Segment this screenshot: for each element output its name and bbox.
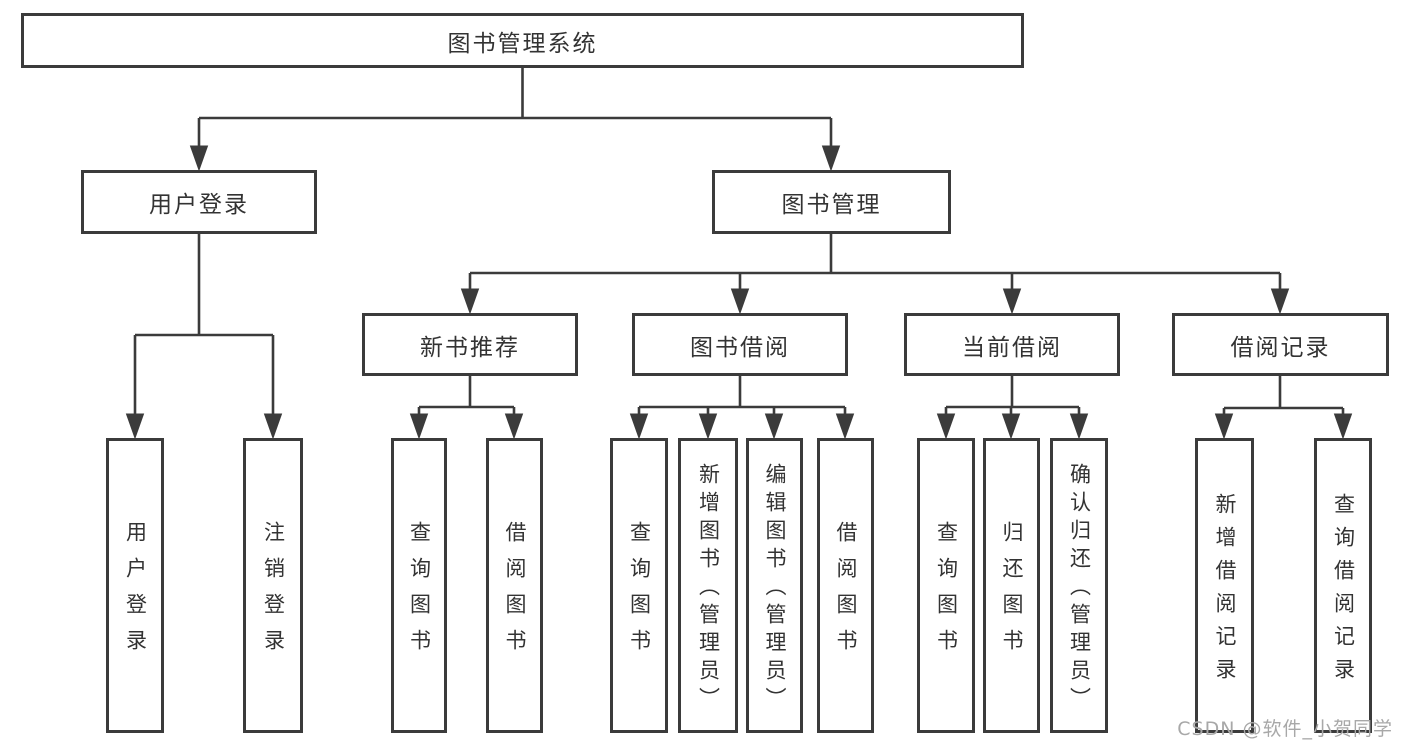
connector-current-borrow-to-leaves [936,376,1089,440]
leaf-confirm-return-admin: 确认归还（管理员） [1050,438,1108,733]
node-library-management-system: 图书管理系统 [21,13,1024,68]
leaf-borrow-books-new: 借阅图书 [486,438,543,733]
connector-book-management-to-level3 [460,234,1290,315]
node-book-management: 图书管理 [712,170,951,234]
connector-root-to-level2 [189,68,841,172]
csdn-watermark: CSDN @软件_小贺同学 [1177,718,1393,740]
leaf-edit-books-admin: 编辑图书（管理员） [746,438,803,733]
leaf-add-books-admin: 新增图书（管理员） [678,438,738,733]
node-book-borrow: 图书借阅 [632,313,848,376]
connector-user-login-to-leaves [125,234,283,440]
leaf-add-borrow-record: 新增借阅记录 [1195,438,1254,733]
leaf-query-books-current: 查询图书 [917,438,975,733]
node-new-book-recommend: 新书推荐 [362,313,578,376]
leaf-logout: 注销登录 [243,438,303,733]
leaf-query-books-new: 查询图书 [391,438,447,733]
leaf-query-borrow-record: 查询借阅记录 [1314,438,1372,733]
connector-book-borrow-to-leaves [629,376,855,440]
leaf-user-login: 用户登录 [106,438,164,733]
connector-new-book-to-leaves [409,376,524,440]
node-borrow-records: 借阅记录 [1172,313,1389,376]
leaf-query-books-borrow: 查询图书 [610,438,668,733]
connector-borrow-record-to-leaves [1214,376,1353,440]
node-user-login: 用户登录 [81,170,317,234]
node-current-borrow: 当前借阅 [904,313,1120,376]
leaf-borrow-books: 借阅图书 [817,438,874,733]
leaf-return-books: 归还图书 [983,438,1040,733]
